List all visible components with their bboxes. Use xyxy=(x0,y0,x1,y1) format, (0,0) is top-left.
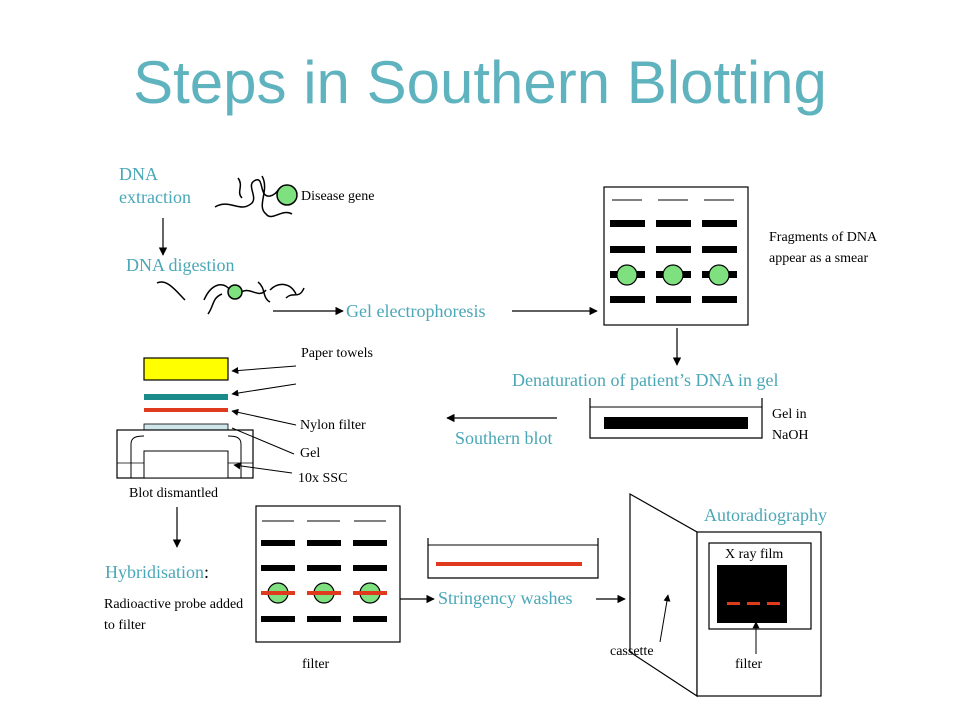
step-southern-blot: Southern blot xyxy=(455,428,553,448)
hybridisation-label: Hybridisation xyxy=(105,562,204,582)
step-stringency-washes: Stringency washes xyxy=(438,588,573,608)
label-gel-in-naoh: Gel in NaOH xyxy=(772,407,809,443)
blot-pointer-lines xyxy=(231,365,297,474)
label-disease-gene: Disease gene xyxy=(301,189,375,204)
step-hybridisation: Hybridisation: xyxy=(105,562,209,583)
hybridisation-filter xyxy=(255,505,401,643)
naoh-tray xyxy=(589,398,763,439)
stringency-tray xyxy=(427,538,599,579)
step-dna-extraction: DNA extraction xyxy=(119,164,191,207)
disease-gene-icon xyxy=(276,184,298,206)
step-gel-electrophoresis: Gel electrophoresis xyxy=(346,301,486,321)
electrophoresis-gel xyxy=(603,186,749,326)
label-10x-ssc: 10x SSC xyxy=(298,471,348,486)
label-filter-right: filter xyxy=(735,657,763,672)
label-fragments: Fragments of DNA appear as a smear xyxy=(769,230,877,266)
label-radioactive-probe: Radioactive probe added to filter xyxy=(104,597,244,633)
blot-stack xyxy=(116,357,254,479)
step-autoradiography: Autoradiography xyxy=(704,505,827,525)
gene-fragment-icon xyxy=(227,284,243,300)
label-cassette: cassette xyxy=(610,644,654,659)
label-paper-towels: Paper towels xyxy=(301,346,373,361)
step-denaturation: Denaturation of patient’s DNA in gel xyxy=(512,370,779,390)
label-nylon-filter: Nylon filter xyxy=(300,418,366,433)
label-x-ray-film: X ray film xyxy=(725,547,784,562)
dna-strands-icon xyxy=(214,175,293,218)
step-dna-digestion: DNA digestion xyxy=(126,255,235,275)
label-gel: Gel xyxy=(300,446,321,461)
label-filter-left: filter xyxy=(302,657,330,672)
label-blot-dismantled: Blot dismantled xyxy=(129,486,219,501)
hybridisation-colon: : xyxy=(204,562,210,582)
cassette xyxy=(629,492,822,698)
page-title: Steps in Southern Blotting xyxy=(133,49,827,116)
